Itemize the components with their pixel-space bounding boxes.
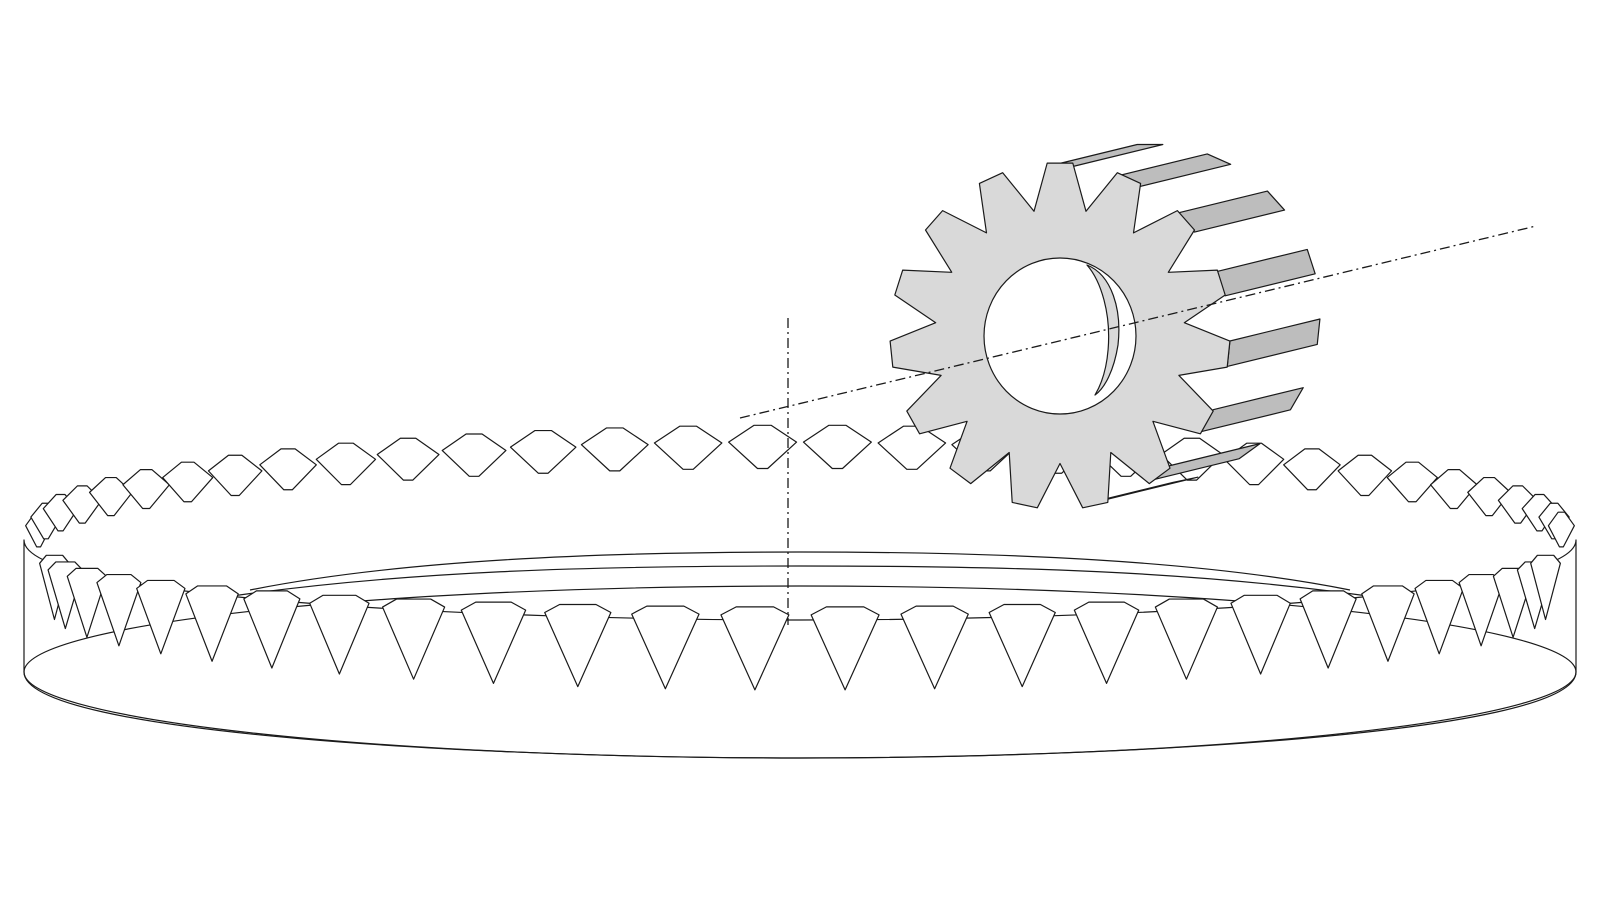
ring-gear-front-tooth <box>720 606 790 691</box>
ring-gear-back-tooth <box>315 442 377 486</box>
pinion-gear-side <box>1046 143 1321 506</box>
ring-gear-back-tooth <box>728 424 798 470</box>
ring-gear-back-tooth <box>1547 511 1575 548</box>
ring-gear-front-tooth <box>309 594 370 675</box>
ring-gear-front-tooth <box>243 590 301 669</box>
ring-gear-front-tooth <box>1530 554 1561 621</box>
pinion-gear-tooth-side <box>1199 387 1304 433</box>
ring-gear-front-tooth <box>544 603 612 688</box>
pinion-gear-bore-interior <box>1086 264 1120 396</box>
pinion-gear-tooth-side <box>1226 318 1321 368</box>
ring-gear-back-tooth <box>1429 469 1478 510</box>
ring-gear-back-tooth <box>1283 448 1341 491</box>
ring-gear-back-tooth <box>1386 461 1438 503</box>
ring-gear-back-tooth <box>162 461 214 503</box>
ring-gear-back-tooth <box>1337 454 1393 497</box>
ring-gear-back-tooth <box>259 448 317 491</box>
ring-gear-inner-edge <box>249 551 1351 591</box>
ring-gear-back-tooth <box>802 424 872 470</box>
ring-gear-front-tooth <box>631 605 700 690</box>
ring-gear-back-teeth <box>25 424 1575 548</box>
ring-gear-front-tooth <box>460 601 527 684</box>
ring-gear-back-tooth <box>877 425 947 470</box>
ring-gear-back-tooth <box>509 429 577 474</box>
ring-gear-front-tooth <box>1154 598 1219 680</box>
pinion-gear-bore <box>983 257 1137 415</box>
ring-gear-front-tooth <box>1299 590 1357 669</box>
ring-gear-front-tooth <box>185 585 239 662</box>
ring-gear-front-tooth <box>136 579 186 655</box>
ring-gear-back-tooth <box>1223 442 1285 486</box>
ring-gear <box>23 424 1577 759</box>
ring-gear-back-tooth <box>580 427 649 472</box>
pinion-gear <box>889 143 1321 509</box>
ring-gear-front-tooth <box>810 606 880 691</box>
ring-gear-front-tooth <box>1073 601 1140 684</box>
ring-gear-front-tooth <box>1361 585 1415 662</box>
ring-gear-back-tooth <box>653 425 723 470</box>
ring-gear-outer-rim <box>23 539 1577 759</box>
ring-gear-back-tooth <box>376 437 440 481</box>
ring-gear-front-tooth <box>1230 594 1291 675</box>
ring-gear-back-tooth <box>122 469 171 510</box>
pinion-gear-tooth-side <box>1176 190 1286 233</box>
ring-gear-front-tooth <box>988 603 1056 688</box>
ring-gear-front-tooth <box>66 567 108 638</box>
ring-gear-front-tooth <box>900 605 969 690</box>
ring-gear-back-tooth <box>207 454 263 497</box>
ring-gear-bottom-edge <box>23 585 1577 759</box>
ring-gear-inner-edge-2 <box>204 565 1396 601</box>
ring-gear-front-teeth <box>39 554 1561 691</box>
pinion-gear-axis <box>739 225 1537 419</box>
ring-gear-front-tooth <box>381 598 446 680</box>
pinion-gear-tooth-side <box>1216 248 1316 297</box>
ring-gear-back-tooth <box>441 433 507 477</box>
ring-gear-front-tooth <box>1414 579 1464 655</box>
ring-gear-front-tooth <box>96 573 142 647</box>
